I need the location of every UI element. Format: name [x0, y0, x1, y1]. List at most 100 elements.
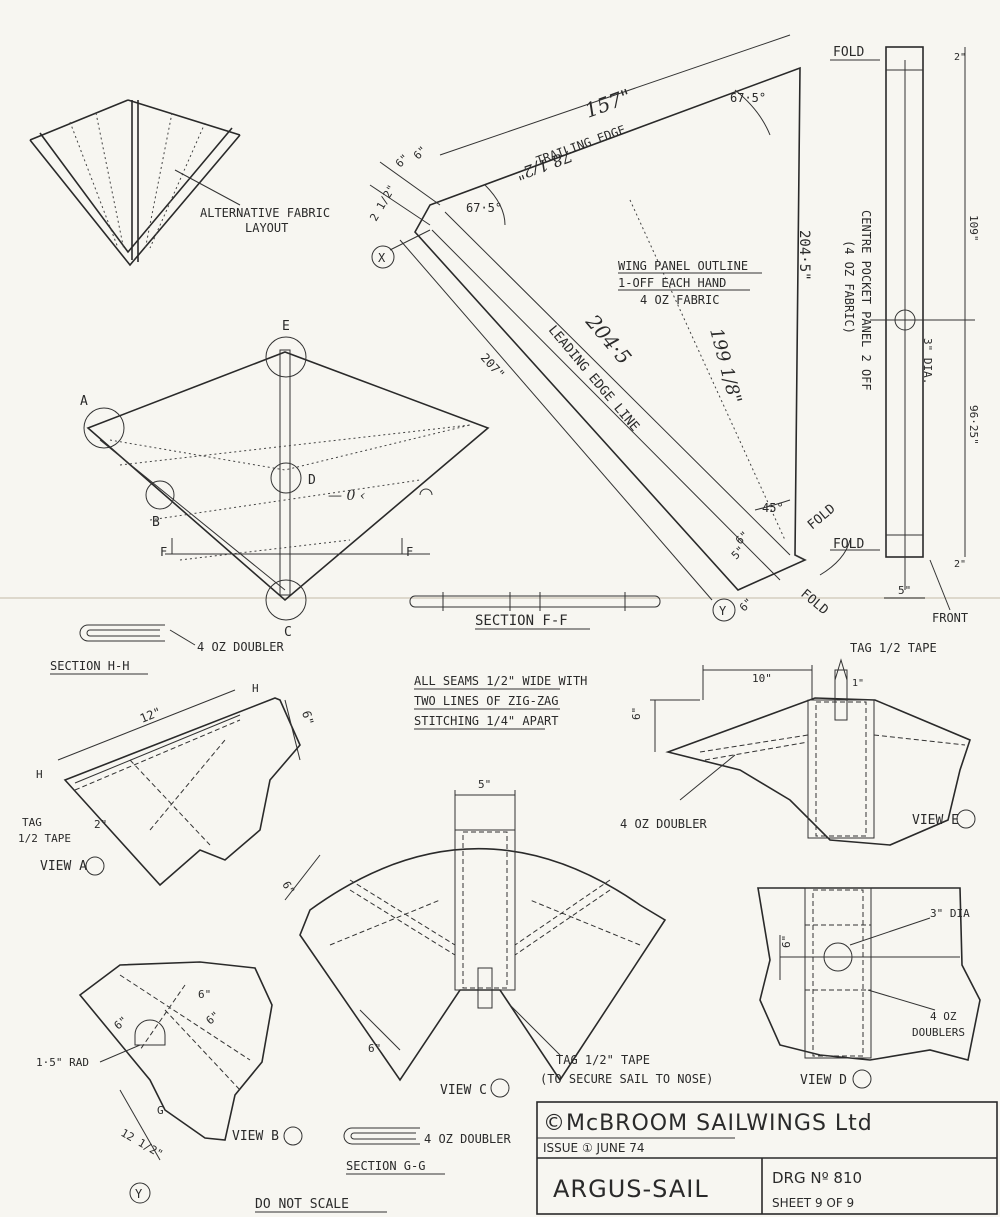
section-gg: 4 OZ DOUBLER SECTION G-G	[343, 1127, 511, 1175]
alt-layout-label-2: LAYOUT	[245, 221, 288, 235]
view-e: TAG 1/2 TAPE 10" 6" 1" 4 OZ DOUBLER VIEW…	[620, 641, 976, 846]
view-d-label: VIEW D	[800, 1073, 847, 1088]
view-c-tag-1: TAG 1/2" TAPE	[556, 1053, 650, 1067]
view-b-dim-6a: 6"	[198, 988, 211, 1001]
centre-dim-5: 5"	[898, 584, 911, 597]
view-b-rad: 1·5" RAD	[36, 1056, 89, 1069]
view-b-dim-6c: 6"	[112, 1014, 131, 1032]
view-b-g: G	[157, 1104, 164, 1117]
view-b-dim-12-5: 12 1/2"	[119, 1126, 166, 1160]
section-hh-label: SECTION H-H	[50, 659, 129, 673]
section-hh-doubler: 4 OZ DOUBLER	[197, 640, 284, 654]
centre-fold-bottom: FOLD	[833, 537, 864, 552]
handwritten-204-5: 204·5	[581, 309, 637, 369]
view-e-tag: TAG 1/2 TAPE	[850, 641, 937, 655]
drawing-title: ARGUS-SAIL	[553, 1175, 709, 1203]
centre-pocket-panel: FOLD FOLD 2" 109" 96·25" 2" 5" 3" DIA. C…	[830, 45, 980, 625]
view-c: 5" 6" 6" TAG 1/2" TAPE (TO SECURE SAIL T…	[279, 778, 713, 1098]
sail-plan-view: — 0 ‹ A B C D E F F	[80, 319, 490, 640]
centre-dim-96: 96·25"	[967, 405, 980, 445]
title-block: ©McBROOM SAILWINGS Ltd ISSUE ① JUNE 74 A…	[536, 1101, 998, 1215]
section-gg-doubler: 4 OZ DOUBLER	[424, 1132, 511, 1146]
view-a: 12" 6" 2" TAG 1/2 TAPE H H VIEW A	[18, 682, 316, 887]
centre-front: FRONT	[932, 611, 968, 625]
dim-207: 207"	[478, 351, 508, 382]
wing-note-3: 4 OZ FABRIC	[640, 293, 719, 307]
view-b-label: VIEW B	[232, 1129, 279, 1144]
seam-note-3: STITCHING 1/4" APART	[414, 714, 559, 728]
view-d-hole: 3" DIA	[930, 907, 970, 920]
handwritten-199: 199 1/8"	[705, 326, 745, 406]
wing-panel-outline: X Y TRAILING EDGE LEADING EDGE LINE 207"…	[367, 34, 851, 622]
view-c-dim-6a: 6"	[279, 879, 297, 897]
angle-top: 67·5°	[730, 91, 766, 105]
centre-hole: 3" DIA.	[921, 338, 934, 384]
dim-204-5: 204·5"	[796, 230, 812, 281]
plan-label-f1: F	[160, 545, 167, 559]
view-e-dim-10: 10"	[752, 672, 772, 685]
section-ff-label: SECTION F-F	[475, 613, 568, 629]
fold-label-2: FOLD	[797, 587, 831, 619]
dim-2-5: 2 1/2"	[367, 183, 398, 224]
view-e-label: VIEW E	[912, 813, 959, 828]
dim-6b: 6"	[411, 144, 430, 163]
view-e-doubler: 4 OZ DOUBLER	[620, 817, 707, 831]
issue-label: ISSUE ① JUNE 74	[543, 1141, 645, 1155]
do-not-scale: DO NOT SCALE	[255, 1197, 349, 1212]
centre-dim-2-top: 2"	[954, 52, 966, 63]
sheet-number: SHEET 9 OF 9	[772, 1196, 854, 1210]
view-b: Y 1·5" RAD 6" 6" 6" 12 1/2" G VIEW B	[36, 961, 303, 1204]
view-d-doublers-1: 4 OZ	[930, 1010, 957, 1023]
view-c-dim-5: 5"	[478, 778, 491, 791]
plan-label-b: B	[152, 515, 160, 530]
centre-dim-2-bottom: 2"	[954, 559, 966, 570]
fold-label-1: FOLD	[805, 501, 839, 533]
company-name: ©McBROOM SAILWINGS Ltd	[543, 1111, 873, 1136]
view-e-dim-6: 6"	[630, 707, 643, 720]
drawing-number: DRG Nº 810	[772, 1169, 862, 1187]
plan-label-a: A	[80, 394, 88, 409]
plan-label-e: E	[282, 319, 290, 334]
alt-layout-label-1: ALTERNATIVE FABRIC	[200, 206, 330, 220]
seam-note-2: TWO LINES OF ZIG-ZAG	[414, 694, 559, 708]
view-a-h1: H	[36, 768, 43, 781]
view-c-tag-2: (TO SECURE SAIL TO NOSE)	[540, 1072, 713, 1086]
view-a-tape: 1/2 TAPE	[18, 832, 71, 845]
centre-dim-109: 109"	[967, 215, 980, 242]
view-c-dim-6b: 6"	[368, 1042, 381, 1055]
section-gg-label: SECTION G-G	[346, 1159, 425, 1173]
angle-bottom: 45°	[762, 501, 784, 515]
plan-label-f2: F	[406, 545, 413, 559]
view-b-y: Y	[135, 1187, 143, 1201]
plan-hand-mark: — 0 ‹	[328, 488, 365, 504]
dim-6a: 6"	[393, 152, 412, 171]
dim-5: 5"	[729, 544, 748, 563]
view-c-label: VIEW C	[440, 1083, 487, 1098]
view-d: 3" DIA 6" 4 OZ DOUBLERS VIEW D	[757, 887, 981, 1089]
centre-label-1: CENTRE POCKET PANEL 2 OFF	[859, 210, 873, 391]
view-a-dim-6: 6"	[299, 709, 316, 727]
wing-note-1: WING PANEL OUTLINE	[618, 259, 748, 273]
view-e-dim-1: 1"	[852, 678, 864, 689]
marker-y: Y	[719, 604, 727, 618]
marker-x: X	[378, 251, 386, 265]
view-d-doublers-2: DOUBLERS	[912, 1026, 965, 1039]
seam-note: ALL SEAMS 1/2" WIDE WITH TWO LINES OF ZI…	[414, 674, 587, 730]
view-a-label: VIEW A	[40, 859, 87, 874]
view-a-dim-12: 12"	[138, 705, 163, 726]
view-a-tag: TAG	[22, 816, 42, 829]
plan-label-c: C	[284, 625, 292, 640]
section-ff: SECTION F-F	[409, 592, 661, 630]
plan-label-d: D	[308, 473, 316, 488]
angle-left: 67·5°	[466, 201, 502, 215]
view-d-dim-6: 6"	[780, 935, 793, 948]
view-b-dim-6b: 6"	[204, 1009, 223, 1027]
handwritten-157: 157"	[582, 84, 635, 123]
section-hh: 4 OZ DOUBLER SECTION H-H	[50, 624, 284, 675]
seam-note-1: ALL SEAMS 1/2" WIDE WITH	[414, 674, 587, 688]
view-a-dim-2: 2"	[94, 818, 107, 831]
alternative-fabric-layout: ALTERNATIVE FABRIC LAYOUT	[29, 99, 330, 267]
view-a-h2: H	[252, 682, 259, 695]
dim-6c: 6"	[733, 529, 752, 548]
